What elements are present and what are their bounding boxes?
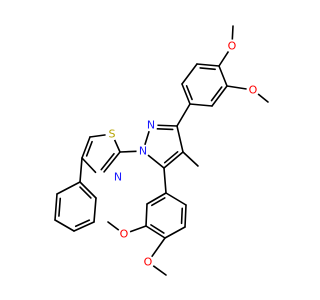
pyrazole-n2-atom: N <box>144 118 158 132</box>
pyrazole-n1-atom: N <box>136 144 150 158</box>
bond-p6-p1 <box>56 181 81 195</box>
bond-t5-t4 <box>81 136 91 159</box>
atom-label-layer: N N N S O O O O <box>105 39 260 269</box>
atom-label-o-bottom: O <box>144 256 153 269</box>
methoxy-o-upper-right: O <box>246 83 260 97</box>
bond-a5-a6 <box>211 85 228 107</box>
bond-t4-nt <box>81 157 97 174</box>
bond-n1-t2 <box>119 150 138 153</box>
bond-c4-c5-double <box>163 151 179 164</box>
atom-label-s: S <box>109 128 116 141</box>
bond-b4-b5 <box>164 226 186 239</box>
bond-n2-c3 <box>156 124 178 127</box>
bond-nt-t2-double <box>100 152 115 171</box>
bond-b5-b6 <box>184 204 187 228</box>
bond-b2-b3 <box>145 203 148 227</box>
bond-t4-p1 <box>79 157 83 183</box>
bond-n1-n2 <box>144 130 150 146</box>
bond-p1-p2-double <box>79 186 92 199</box>
bond-a3-a4-double <box>199 67 216 71</box>
bond-a1-a2-double <box>185 85 193 101</box>
bond-b3-oc <box>129 225 147 233</box>
bond-a5-a6-double <box>210 86 223 102</box>
bond-b4-od <box>150 237 166 258</box>
bond-b3-b4-double <box>150 224 165 234</box>
bond-oc-mc <box>107 221 120 231</box>
bond-a5-ob <box>226 85 248 90</box>
methoxy-o-lower-left: O <box>117 227 131 241</box>
bond-p4-p5 <box>54 219 75 232</box>
bond-a1-a2 <box>181 83 191 105</box>
bond-b1-b2-double <box>151 197 166 207</box>
bond-p5-p6-double <box>58 197 62 217</box>
bond-t2-s1 <box>113 139 121 153</box>
atom-label-thiazole-n: N <box>114 171 122 184</box>
thiazole-s-atom: S <box>105 127 119 141</box>
methoxy-o-top: O <box>225 39 239 53</box>
bond-nt-t2 <box>103 151 121 173</box>
bond-t5-t4-double <box>85 140 93 157</box>
bond-s1-t5 <box>89 134 107 138</box>
bond-c3-a1 <box>176 103 191 127</box>
bond-a4-oa <box>218 50 230 67</box>
bond-b3-b4 <box>145 225 166 239</box>
bond-a2-a3 <box>181 63 198 85</box>
atom-label-n1: N <box>139 145 147 158</box>
bond-p5-p6 <box>54 193 58 221</box>
bond-b6-b1 <box>165 192 187 206</box>
bond-n2-c3-double <box>156 128 174 131</box>
bond-a6-a1 <box>189 103 213 107</box>
bond-p3-p4 <box>73 221 95 232</box>
bond-layer <box>54 25 269 276</box>
atom-label-o-top: O <box>228 40 237 53</box>
bond-a4-a5 <box>218 65 228 87</box>
bond-ob-mb <box>257 93 269 103</box>
bond-oa-ma <box>231 25 234 41</box>
bond-c3-c4 <box>176 125 184 153</box>
molecule-structure: N N N S O O O O <box>54 25 269 276</box>
bond-c4-c5 <box>163 151 184 169</box>
thiazole-n-atom: N <box>111 170 125 184</box>
bond-b1-b2 <box>146 192 167 205</box>
bond-c5-n1 <box>147 154 165 169</box>
atom-label-o-upper-right: O <box>249 84 258 97</box>
bond-p1-p2 <box>79 181 97 199</box>
atom-label-n2: N <box>147 119 155 132</box>
bond-p2-p3 <box>93 197 97 223</box>
methoxy-o-bottom: O <box>141 255 155 269</box>
bond-c4-me <box>182 151 199 167</box>
atom-label-o-lower-left: O <box>120 228 129 241</box>
bond-b5-b6-double <box>180 207 184 225</box>
bond-c5-b1 <box>163 167 167 194</box>
bond-p3-p4-double <box>74 219 91 228</box>
bond-a3-a4 <box>196 63 220 67</box>
bond-od-md <box>152 265 167 276</box>
